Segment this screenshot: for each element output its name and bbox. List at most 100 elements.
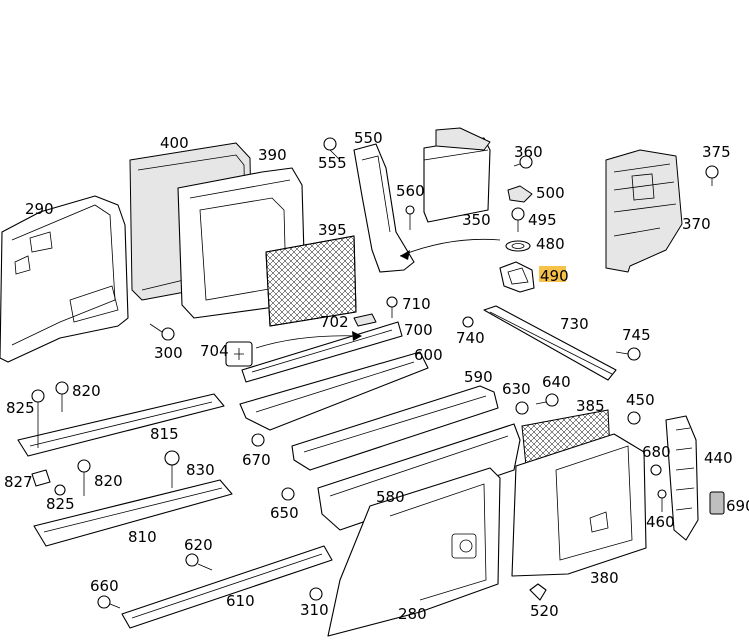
label-680: 680 xyxy=(642,443,671,461)
label-550: 550 xyxy=(354,129,383,147)
part-580-trim xyxy=(317,423,521,531)
label-820-upper: 820 xyxy=(72,382,101,400)
part-830-screw xyxy=(164,450,180,488)
label-730: 730 xyxy=(560,315,589,333)
part-710-screw xyxy=(386,296,398,318)
part-820-bolt-upper xyxy=(55,381,69,412)
label-810: 810 xyxy=(128,528,157,546)
label-640: 640 xyxy=(542,373,571,391)
label-660: 660 xyxy=(90,577,119,595)
label-690: 690 xyxy=(726,497,749,515)
part-380-box xyxy=(511,433,647,577)
label-395: 395 xyxy=(318,221,347,239)
part-490-cap xyxy=(499,261,535,293)
label-400: 400 xyxy=(160,134,189,152)
part-730-strip xyxy=(483,305,617,381)
label-385: 385 xyxy=(576,397,605,415)
part-660-screw xyxy=(97,595,121,609)
label-590: 590 xyxy=(464,368,493,386)
part-370-panel xyxy=(605,149,683,273)
label-560: 560 xyxy=(396,182,425,200)
label-310: 310 xyxy=(300,601,329,619)
part-825-bolt-upper xyxy=(31,389,45,448)
label-555: 555 xyxy=(318,154,347,172)
label-830: 830 xyxy=(186,461,215,479)
part-704-cover xyxy=(225,341,253,367)
label-815: 815 xyxy=(150,425,179,443)
label-610: 610 xyxy=(226,592,255,610)
label-825-lower: 825 xyxy=(46,495,75,513)
part-670-screw xyxy=(251,433,265,447)
label-820-lower: 820 xyxy=(94,472,123,490)
part-825-bolt-lower xyxy=(54,484,66,496)
part-745-screw xyxy=(615,347,641,361)
label-580: 580 xyxy=(376,488,405,506)
part-560-clip xyxy=(405,205,415,230)
label-702: 702 xyxy=(320,313,349,331)
label-480: 480 xyxy=(536,235,565,253)
callout-labels: 400 390 550 555 360 375 290 560 500 350 … xyxy=(4,129,749,623)
part-520-clip xyxy=(529,583,547,601)
label-704: 704 xyxy=(200,342,229,360)
label-380: 380 xyxy=(590,569,619,587)
label-520: 520 xyxy=(530,602,559,620)
label-630: 630 xyxy=(502,380,531,398)
part-820-bolt-lower xyxy=(77,459,91,496)
part-450-clip xyxy=(627,411,641,425)
label-827: 827 xyxy=(4,473,33,491)
label-375: 375 xyxy=(702,143,731,161)
part-500-clip xyxy=(507,185,533,203)
label-350: 350 xyxy=(462,211,491,229)
label-710: 710 xyxy=(402,295,431,313)
part-280-panel xyxy=(327,467,501,637)
part-815-rail xyxy=(17,393,225,457)
highlight-490 xyxy=(539,266,566,282)
part-555-bolt xyxy=(323,137,341,161)
part-680-screw xyxy=(650,464,662,476)
part-640-bolt xyxy=(535,393,559,407)
part-827-clip xyxy=(31,469,51,487)
part-610-rail xyxy=(121,545,333,629)
part-300-screw xyxy=(149,323,175,341)
part-630-washer xyxy=(515,401,529,415)
label-460: 460 xyxy=(646,513,675,531)
label-300: 300 xyxy=(154,344,183,362)
label-740: 740 xyxy=(456,329,485,347)
part-290-side-trim xyxy=(0,195,129,363)
label-370: 370 xyxy=(682,215,711,233)
label-490: 490 xyxy=(540,267,569,285)
part-460-screw xyxy=(657,489,667,512)
label-500: 500 xyxy=(536,184,565,202)
part-702-clip xyxy=(353,313,377,327)
part-375-bolt xyxy=(705,165,719,186)
label-620: 620 xyxy=(184,536,213,554)
label-745: 745 xyxy=(622,326,651,344)
label-450: 450 xyxy=(626,391,655,409)
part-740-screw xyxy=(462,316,474,328)
part-550-pillar xyxy=(353,143,415,273)
label-280: 280 xyxy=(398,605,427,623)
part-440-bracket xyxy=(665,415,699,541)
part-360-bolt xyxy=(513,155,533,169)
label-440: 440 xyxy=(704,449,733,467)
part-310-screw xyxy=(309,587,323,601)
label-600: 600 xyxy=(414,346,443,364)
part-700-trim xyxy=(241,321,403,383)
part-690-cap xyxy=(709,491,725,515)
assembly-arrow-lower xyxy=(255,335,361,349)
part-480-ring xyxy=(505,240,531,252)
label-700: 700 xyxy=(404,321,433,339)
part-620-screw xyxy=(185,553,213,571)
label-495: 495 xyxy=(528,211,557,229)
label-290: 290 xyxy=(25,200,54,218)
part-600-rail xyxy=(239,351,429,431)
label-650: 650 xyxy=(270,504,299,522)
label-360: 360 xyxy=(514,143,543,161)
assembly-arrow-upper xyxy=(399,238,501,257)
part-590-rail xyxy=(291,385,499,471)
label-390: 390 xyxy=(258,146,287,164)
label-670: 670 xyxy=(242,451,271,469)
label-825-upper: 825 xyxy=(6,399,35,417)
part-650-screw xyxy=(281,487,295,501)
